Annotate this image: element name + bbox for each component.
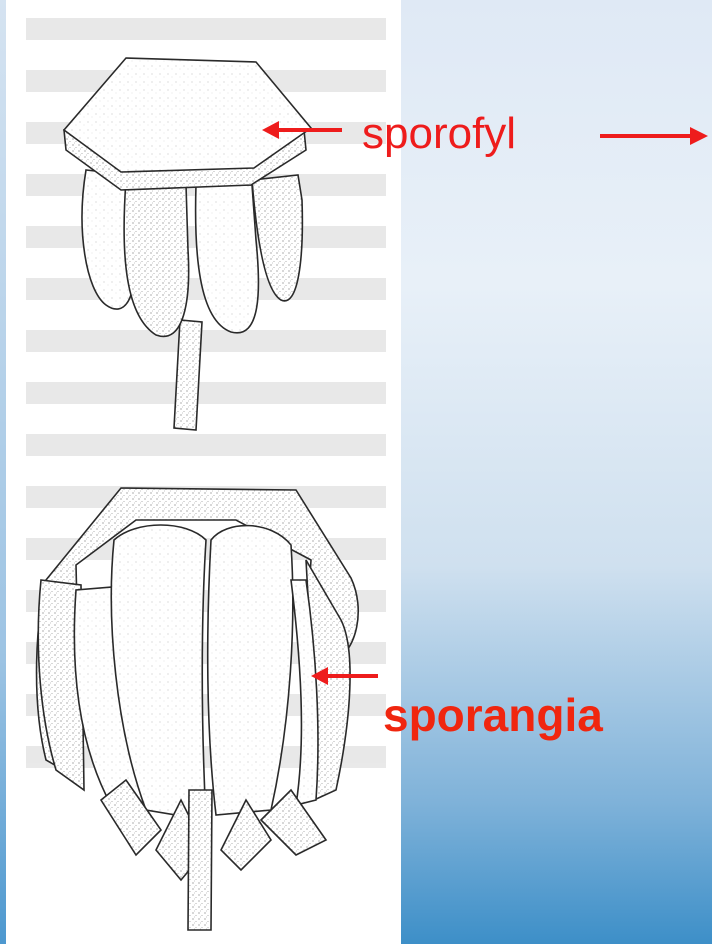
arrow-left-icon: [311, 667, 378, 685]
arrow-left-icon: [262, 121, 342, 139]
label-sporophyll: sporofyl: [362, 112, 516, 156]
arrow-right-icon: [600, 127, 708, 145]
label-sporangia: sporangia: [383, 692, 603, 738]
